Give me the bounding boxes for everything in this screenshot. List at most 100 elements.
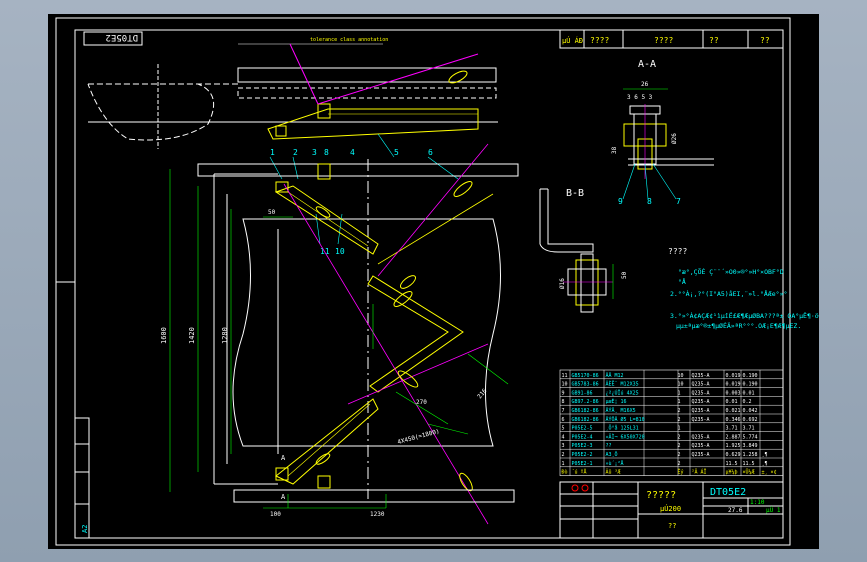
bom-cell-w2: 11.5 xyxy=(743,461,755,467)
bom-cell-no: 3 xyxy=(562,443,565,449)
tech-line-3b: µµ±ªµæ°®±¶µØÉÄ»ªR°°°.OÆ¡E¶Æ¶µEZ. xyxy=(676,321,801,330)
bom-cell-qty: 1 xyxy=(678,390,681,396)
bom-cell-name: ÂÄ M12 xyxy=(606,372,624,379)
bom-cell-code: GB5783-86 xyxy=(572,382,599,388)
callout-4: 4 xyxy=(350,148,355,157)
bom-cell-w2: 0.190 xyxy=(743,382,758,388)
bom-cell-name: A3¸Ö xyxy=(606,451,618,458)
section-a-marker-2: A xyxy=(281,493,286,501)
bom-cell-qty: 2 xyxy=(678,417,681,423)
bom-cell-qty: 2 xyxy=(678,461,681,467)
title-scale: 1:10 xyxy=(750,499,765,506)
bom-cell-w1: 1.925 xyxy=(726,443,741,449)
bom-header-cell: µ¥¼þ xyxy=(726,470,738,476)
tech-title: ???? xyxy=(668,247,687,256)
part-callouts: 1 2 3 8 4 5 6 11 10 xyxy=(269,133,459,256)
callout-6: 6 xyxy=(428,148,433,157)
dimensions xyxy=(169,169,509,509)
bom-cell-name: ÂÈË¨ M12X35 xyxy=(606,380,639,388)
bom-cell-w1: 0.019 xyxy=(726,382,741,388)
bom-header-cell: Ãû ³Æ xyxy=(606,469,621,476)
bom-cell-name: ?? xyxy=(606,443,612,449)
bom-cell-w2: 3.849 xyxy=(743,443,758,449)
bom-cell-code: P05E2-1 xyxy=(572,461,593,467)
bom-cell-no: 9 xyxy=(562,390,565,396)
bom-cell-qty: 1 xyxy=(678,399,681,405)
aa-callout-9: 9 xyxy=(618,197,623,206)
bom-cell-qty: 2 xyxy=(678,452,681,458)
top-strip-3: ?? xyxy=(709,36,719,45)
main-frame xyxy=(213,173,501,485)
bom-cell-qty: 1 xyxy=(678,426,681,432)
title-block: ????? µÚ200 DT05E2 1:10 27.6 µÚ 1 ?? xyxy=(559,481,784,539)
bom-cell-mat: Q235-A xyxy=(692,390,710,396)
tech-requirements: ???? °æ°,ÇÕÉ Ç¨¨´»O0»®°»H°×OBF°D °Å 2.°°… xyxy=(668,247,819,330)
callout-5: 5 xyxy=(394,148,399,157)
title-text: ????? xyxy=(646,490,676,501)
title-sheet: µÚ 1 xyxy=(766,507,781,514)
bom-cell-no: 6 xyxy=(562,417,565,423)
bom-cell-code: GB91-86 xyxy=(572,390,593,396)
bom-cell-w2: 0.692 xyxy=(743,417,758,423)
adjusting-rods xyxy=(315,181,473,492)
v-arms xyxy=(274,185,494,485)
section-aa: A-A 26 3 6 5 3 38 Ø26 9 8 7 xyxy=(611,59,714,206)
bom-cell-name: ¸Ö°å 125L31 xyxy=(606,425,639,432)
aa-dim-inner: 3 6 5 3 xyxy=(627,94,653,101)
lower-belt: A A xyxy=(233,454,515,503)
bom-cell-w1: 0.629 xyxy=(726,452,741,458)
bom-header-cell: ×Ü¼Æ xyxy=(743,469,755,476)
bom-cell-w1: 0.01 xyxy=(726,399,738,405)
bom-cell-w2: 5.774 xyxy=(743,434,758,440)
header-note: tolerance class annotation xyxy=(310,37,388,43)
bom-cell-qty: 10 xyxy=(678,382,684,388)
bom-cell-w1: 0.003 xyxy=(726,390,741,396)
tech-line-3: 3.°»°À¢AÇÆ¢¹ìµîË£Æ¶ÆµØBA???ª± OA°µË¶·ö®D… xyxy=(670,311,819,320)
code-box-top: DT05E2 xyxy=(83,31,143,46)
aa-callout-7: 7 xyxy=(676,197,681,206)
bb-dim-side: 50 xyxy=(621,271,628,279)
bom-cell-no: 4 xyxy=(562,434,565,440)
bom-cell-w2: 0.042 xyxy=(743,408,758,414)
bom-cell-code: P05E2-2 xyxy=(572,452,593,458)
bom-cell-code: P05E2-4 xyxy=(572,434,593,440)
callout-8: 8 xyxy=(324,148,329,157)
bom-cell-code: GB6182-86 xyxy=(572,408,599,414)
top-title-strip: µÚ ÁÐ ???? ???? ?? ?? xyxy=(559,29,784,49)
title-bottom: ?? xyxy=(668,522,676,530)
top-strip-0: µÚ ÁÐ xyxy=(562,36,583,45)
bom-cell-code: P05E2-3 xyxy=(572,443,593,449)
title-code: DT05E2 xyxy=(710,487,746,498)
callout-2: 2 xyxy=(293,148,298,157)
section-a-marker: A xyxy=(281,454,286,462)
bom-cell-qty: 2 xyxy=(678,434,681,440)
subtitle-text: µÚ200 xyxy=(660,504,681,513)
section-aa-title: A-A xyxy=(638,59,656,70)
callout-3: 3 xyxy=(312,148,317,157)
dim-216: 216 xyxy=(476,387,489,400)
bom-header-cell: ´ú ºÅ xyxy=(572,469,587,476)
aa-dim-side: 38 xyxy=(611,146,618,154)
bom-cell-w2: 0.2 xyxy=(743,399,752,405)
bom-header-cell: ²Ä ÁÏ xyxy=(692,469,707,476)
dim-100: 100 xyxy=(270,511,281,518)
bom-cell-name: ÂÝÖÂ Ø5 L=810 xyxy=(606,416,645,423)
bb-dim-left: Ø16 xyxy=(559,278,566,289)
callout-10: 10 xyxy=(335,247,345,256)
cad-viewport[interactable]: DT05E2 A 2 µÚ ÁÐ ???? ???? ?? ?? toleranc… xyxy=(48,14,819,549)
aa-dim-phi: Ø26 xyxy=(671,133,678,144)
bom-cell-w2: 0.01 xyxy=(743,390,755,396)
dim-1420: 1420 xyxy=(188,327,196,344)
bom-cell-w1: 0.346 xyxy=(726,417,741,423)
drawing-frame xyxy=(55,17,791,546)
bom-header-cell: Ðò xyxy=(562,469,568,476)
top-strip-1: ???? xyxy=(590,36,609,45)
bom-cell-w1: 3.71 xyxy=(726,426,738,432)
cad-drawing: DT05E2 A 2 µÚ ÁÐ ???? ???? ?? ?? toleranc… xyxy=(55,17,819,546)
bom-header-cell: Êý xyxy=(678,468,684,476)
bom-header-cell: ±¸ ×¢ xyxy=(762,470,777,476)
code-top-text: DT05E2 xyxy=(105,32,138,42)
bom-cell-w2: 3.71 xyxy=(743,426,755,432)
bom-cell-name: ÂÝÄ¸ M16X5 xyxy=(606,407,636,414)
upper-belt xyxy=(87,64,498,149)
